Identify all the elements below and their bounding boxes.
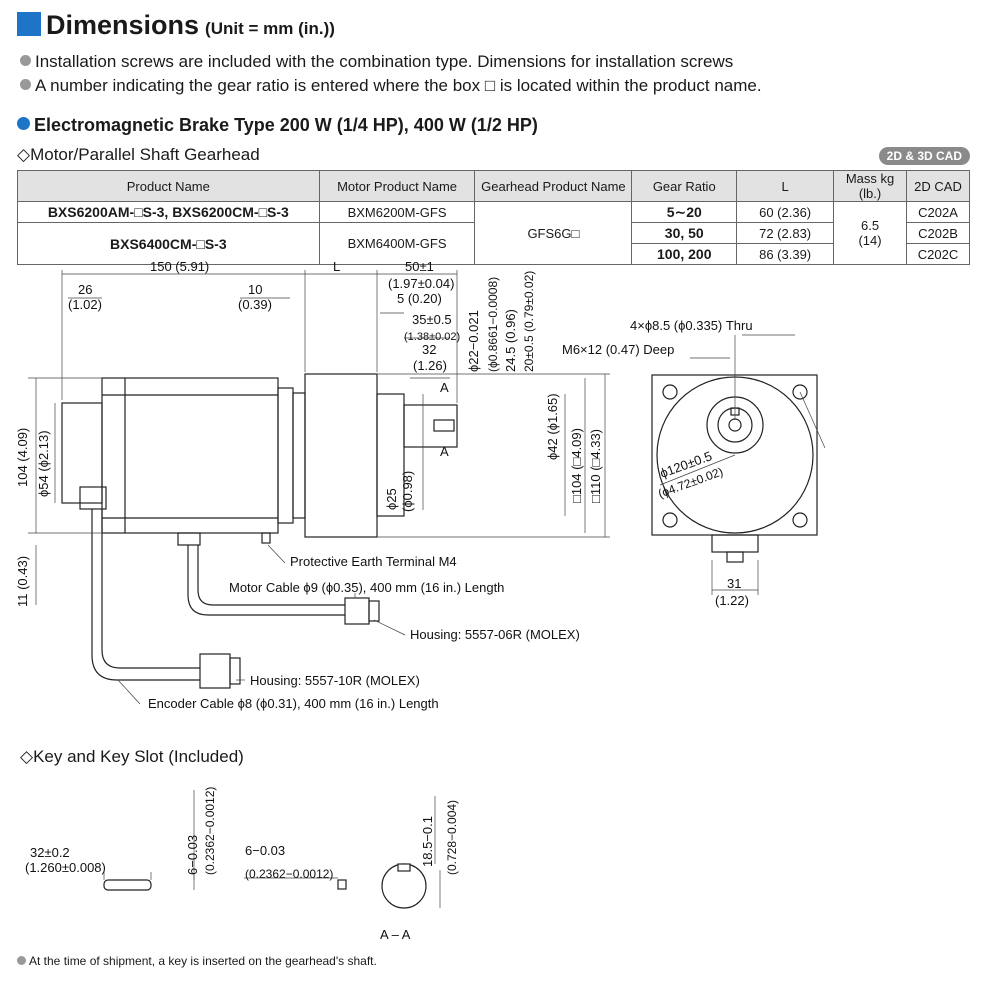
key-shape [103,879,152,891]
motor-name-cell: BXM6400M-GFS [318,222,476,265]
slot-depth-in: (0.728−0.004) [445,800,459,875]
gearhead-body-shape [304,373,378,538]
key-section-title: ◇Key and Key Slot (Included) [20,747,244,766]
section-title: Electromagnetic Brake Type 200 W (1/4 HP… [17,115,538,136]
table-row: BXS6400CM-□S-3 BXM6400M-GFS [17,222,970,265]
dim-54: ϕ54 (ϕ2.13) [36,430,51,497]
dim-l: L [333,259,340,274]
slot-depth: 18.5−0.1 [420,816,435,867]
section-a-top: A [440,380,449,395]
section-a-bottom: A [440,444,449,459]
col-gearhead-product: Gearhead Product Name [474,170,633,202]
col-mass: Mass kg (lb.) [833,170,907,202]
key-section-shape [337,879,347,890]
length-cell: 86 (3.39) [736,243,835,265]
dim-tap: M6×12 (0.47) Deep [562,342,674,357]
dim-26-in: (1.02) [68,297,102,312]
dim-22: ϕ22−0.021 [466,310,481,372]
key-height: 6−0.03 [185,835,200,875]
col-motor-product: Motor Product Name [318,170,476,202]
dimension-drawing: 150 (5.91) 26 (1.02) 10 (0.39) L 50±1 (1… [15,259,826,711]
unit-label: (Unit = mm (in.)) [205,19,335,38]
col-gear-ratio: Gear Ratio [631,170,738,202]
footnote: At the time of shipment, a key is insert… [17,954,377,968]
dim-31: 31 [727,576,741,591]
dim-10-in: (0.39) [238,297,272,312]
product-name-cell: BXS6400CM-□S-3 [17,222,320,265]
col-2d-cad: 2D CAD [906,170,970,202]
note-1: Installation screws are included with th… [20,52,733,72]
dim-104-left: 104 (4.09) [15,428,30,487]
dim-50-in: (1.97±0.04) [388,276,454,291]
key-width-in: (0.2362−0.0012) [245,867,333,881]
housing-encoder-label: Housing: 5557-10R (MOLEX) [250,673,420,688]
dim-25-in: (ϕ0.98) [400,471,415,512]
cad-link[interactable]: C202B [906,222,970,244]
dim-32-in: (1.26) [413,358,447,373]
dim-holes: 4×ϕ8.5 (ϕ0.335) Thru [630,318,753,333]
dim-26: 26 [78,282,92,297]
motor-name-cell: BXM6200M-GFS [318,201,476,223]
dim-25: ϕ25 [384,488,399,510]
bullet-icon [17,956,26,965]
housing-motor-label: Housing: 5557-06R (MOLEX) [410,627,580,642]
gearhead-name-cell: GFS6G□ [474,201,633,265]
motor-body-shape [101,377,279,534]
dim-150: 150 (5.91) [150,259,209,274]
dim-50: 50±1 [405,259,434,274]
motor-cable-label: Motor Cable ϕ9 (ϕ0.35), 400 mm (16 in.) … [229,580,504,595]
motor-connector-shape [344,597,370,625]
dim-42: ϕ42 (ϕ1.65) [545,393,560,460]
encoder-connector-shape [199,653,231,689]
length-cell: 72 (2.83) [736,222,835,244]
mass-cell: 6.5(14) [833,201,907,265]
dim-104-square: □104 (□4.09) [569,428,584,503]
dim-11: 11 (0.43) [15,556,30,607]
table-row: 100, 200 86 (3.39) C202C [18,243,970,265]
dim-31-in: (1.22) [715,593,749,608]
cad-link[interactable]: C202A [906,201,970,223]
dim-22-in: (ϕ0.8661−0.0008) [486,277,500,372]
output-shaft-shape [403,404,458,448]
key-drawing: 32±0.2 (1.260±0.008) 6−0.03 (0.2362−0.00… [25,787,459,942]
table-header-row: Product Name Motor Product Name Gearhead… [17,170,970,202]
dim-20: 20±0.5 (0.79±0.02) [522,271,536,372]
bullet-icon [17,117,30,130]
dim-24-5: 24.5 (0.96) [503,309,518,372]
dim-35-in: (1.38±0.02) [404,331,460,343]
pe-terminal-label: Protective Earth Terminal M4 [290,554,457,569]
dim-5: 5 (0.20) [397,291,442,306]
col-product-name: Product Name [17,170,320,202]
encoder-cable-label: Encoder Cable ϕ8 (ϕ0.31), 400 mm (16 in.… [148,696,439,711]
bullet-icon [20,79,31,90]
note-2: A number indicating the gear ratio is en… [20,76,762,96]
key-width: 6−0.03 [245,843,285,858]
key-length-in: (1.260±0.008) [25,860,106,875]
table-row: BXS6200AM-□S-3, BXS6200CM-□S-3 BXM6200M-… [17,201,970,265]
product-name-cell: BXS6200AM-□S-3, BXS6200CM-□S-3 [17,201,320,223]
length-cell: 60 (2.36) [736,201,835,223]
cad-link[interactable]: C202C [906,243,970,265]
dim-110-square: □110 (□4.33) [588,429,603,503]
bullet-icon [20,55,31,66]
brake-section-shape [61,402,103,504]
cad-badge[interactable]: 2D & 3D CAD [878,147,970,165]
key-height-in: (0.2362−0.0012) [203,787,217,875]
ratio-cell: 30, 50 [631,222,738,244]
title-square-icon [17,12,41,36]
ratio-cell: 5∼20 [631,201,738,223]
col-length: L [736,170,835,202]
spec-table: Product Name Motor Product Name Gearhead… [17,170,970,265]
dim-32: 32 [422,342,436,357]
subsection-title: ◇Motor/Parallel Shaft Gearhead [17,145,260,164]
section-a-a-label: A – A [380,927,411,942]
key-length: 32±0.2 [30,845,70,860]
dim-10: 10 [248,282,262,297]
ratio-cell: 100, 200 [631,243,738,265]
dim-35: 35±0.5 [412,312,452,327]
page-title: Dimensions(Unit = mm (in.)) [46,10,335,40]
